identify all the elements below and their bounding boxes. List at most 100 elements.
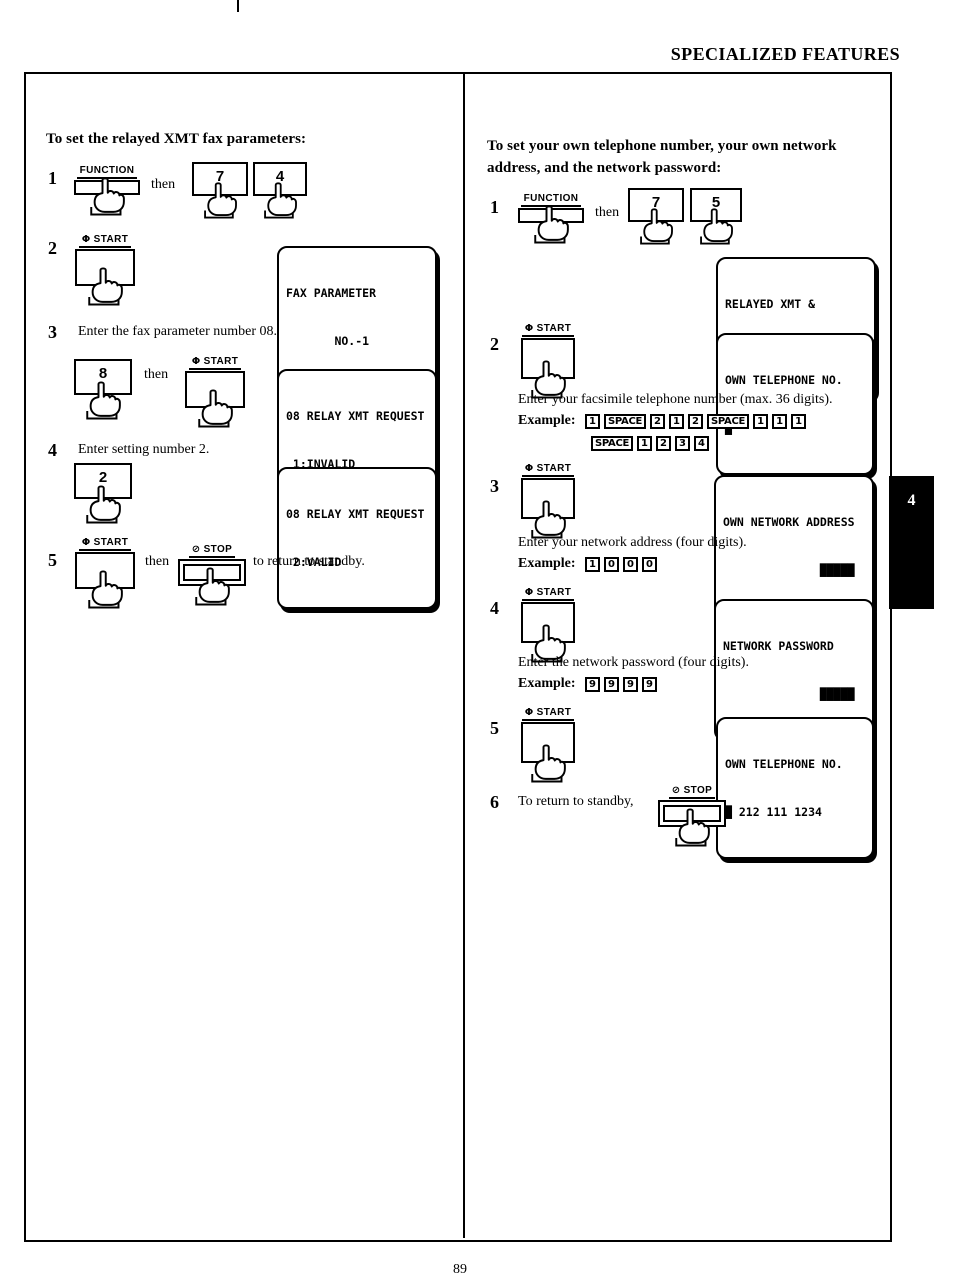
numeric-key-4: 4 xyxy=(253,161,307,196)
example-key: 3 xyxy=(675,435,691,451)
pressing-hand-icon xyxy=(260,182,300,219)
right-intro-line2: address, and the network password: xyxy=(487,160,722,176)
step-number: 2 xyxy=(48,238,57,258)
step-note: Enter your network address (four digits)… xyxy=(518,535,747,550)
example-key: 1 xyxy=(669,413,685,429)
stop-key-label: ⊘STOP xyxy=(668,785,716,799)
example-key: 9 xyxy=(623,676,638,692)
then-text: then xyxy=(151,177,176,192)
step-number: 4 xyxy=(48,440,57,460)
lcd-line: RELAYED XMT & xyxy=(725,297,816,311)
pressing-hand-icon xyxy=(84,267,126,306)
example-key: 2 xyxy=(656,435,672,451)
function-key: FUNCTION xyxy=(518,188,584,223)
lcd-line: NETWORK PASSWORD xyxy=(723,639,834,653)
start-diamond-icon: Φ xyxy=(524,587,534,598)
step-text: to return to standby. xyxy=(253,554,365,569)
step-number: 5 xyxy=(48,550,57,570)
step-text: To return to standby, xyxy=(518,794,634,809)
start-diamond-icon: Φ xyxy=(524,707,534,718)
step-note: Enter the network password (four digits)… xyxy=(518,655,749,670)
lcd-display: 08 RELAY XMT REQUEST 2:VALID xyxy=(277,467,437,609)
chapter-tab: 4 xyxy=(889,476,934,609)
stop-key: ⊘STOP xyxy=(178,539,246,586)
step-number: 1 xyxy=(48,168,57,188)
pressing-hand-icon xyxy=(696,208,736,245)
example-key: 1 xyxy=(791,413,807,429)
example-key: 9 xyxy=(585,676,600,692)
example-key: 1 xyxy=(772,413,788,429)
step-text: Enter the fax parameter number 08. xyxy=(78,324,278,339)
pressing-hand-icon xyxy=(82,381,124,420)
numeric-key-8: 8 xyxy=(74,358,132,395)
example-key: 2 xyxy=(650,413,666,429)
page-title: SPECIALIZED FEATURES xyxy=(670,44,900,64)
then-text: then xyxy=(595,205,620,220)
lcd-display: FAX PARAMETER NO.-1 xyxy=(277,246,437,388)
step-number: 3 xyxy=(490,476,499,496)
lcd-line: OWN NETWORK ADDRESS xyxy=(723,515,855,529)
pressing-hand-icon xyxy=(194,389,236,428)
pressing-hand-icon xyxy=(636,208,676,245)
step-number: 3 xyxy=(48,322,57,342)
start-diamond-icon: Φ xyxy=(81,537,91,548)
column-divider xyxy=(463,72,465,1238)
lcd-line: NO.-1 xyxy=(286,334,370,348)
start-diamond-icon: Φ xyxy=(81,234,91,245)
example-key: 2 xyxy=(688,413,704,429)
example-key: 0 xyxy=(642,556,657,572)
lcd-display: OWN TELEPHONE NO. █ xyxy=(716,333,874,475)
example-key: 0 xyxy=(623,556,638,572)
example-key: 9 xyxy=(604,676,619,692)
step-number: 6 xyxy=(490,792,499,812)
start-diamond-icon: Φ xyxy=(191,356,201,367)
stop-circle-slash-icon: ⊘ xyxy=(191,544,201,555)
stop-circle-slash-icon: ⊘ xyxy=(671,785,681,796)
lcd-line: 2:VALID xyxy=(286,555,342,569)
then-text: then xyxy=(145,554,170,569)
start-diamond-icon: Φ xyxy=(524,323,534,334)
pressing-hand-icon xyxy=(86,177,128,216)
numeric-key-7: 7 xyxy=(628,187,684,222)
left-intro: To set the relayed XMT fax parameters: xyxy=(46,131,307,147)
example-space-key: SPACE xyxy=(591,435,634,451)
lcd-line: 08 RELAY XMT REQUEST xyxy=(286,409,425,423)
pressing-hand-icon xyxy=(82,485,124,524)
pressing-hand-icon xyxy=(191,567,233,606)
example-label: Example: xyxy=(518,556,576,571)
start-diamond-icon: Φ xyxy=(524,463,534,474)
example-key: 1 xyxy=(637,435,653,451)
lcd-display: OWN TELEPHONE NO. █ 212 111 1234 xyxy=(716,717,874,859)
step-number: 2 xyxy=(490,334,499,354)
right-intro-line1: To set your own telephone number, your o… xyxy=(487,138,837,154)
pressing-hand-icon xyxy=(671,808,713,847)
step-number: 1 xyxy=(490,197,499,217)
numeric-key-7: 7 xyxy=(192,161,248,196)
step-text: Enter setting number 2. xyxy=(78,442,210,457)
numeric-key-5: 5 xyxy=(690,187,742,222)
pressing-hand-icon xyxy=(527,500,569,539)
example-label: Example: xyxy=(518,676,576,691)
example-key: 9 xyxy=(642,676,657,692)
chapter-tab-number: 4 xyxy=(907,492,916,509)
scan-artifact xyxy=(237,0,239,12)
stop-key-label: ⊘STOP xyxy=(188,544,236,558)
function-key: FUNCTION xyxy=(74,160,140,195)
then-text: then xyxy=(144,367,169,382)
example-key: 4 xyxy=(694,435,710,451)
